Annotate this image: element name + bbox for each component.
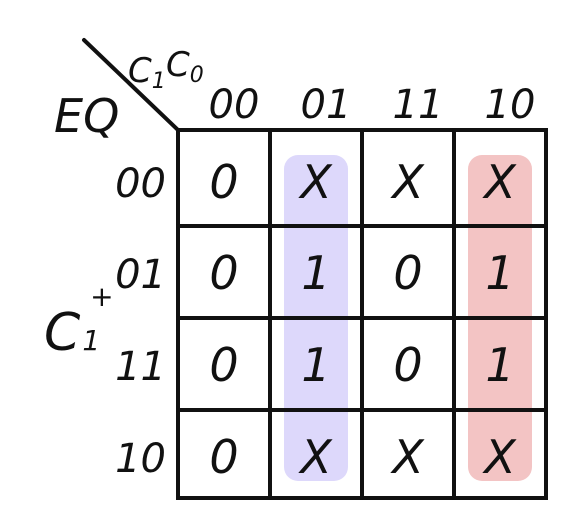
column-variable-c0: C0: [166, 45, 204, 88]
cell-r2-c3: 1: [485, 338, 514, 392]
column-variable-c1: C1: [128, 51, 166, 94]
cell-r2-c2: 0: [393, 338, 422, 392]
cell-r3-c3: X: [482, 430, 517, 484]
cell-r0-c1: X: [298, 155, 333, 209]
cell-r1-c1: 1: [301, 246, 330, 300]
column-headers: 00 01 11 10: [209, 82, 536, 128]
cell-r0-c0: 0: [209, 155, 238, 209]
corner-diagonal: [82, 38, 180, 132]
row-header-3: 10: [115, 436, 166, 482]
cell-r1-c2: 0: [393, 246, 422, 300]
row-header-0: 00: [115, 161, 166, 207]
row-header-1: 01: [115, 252, 166, 298]
column-header-3: 10: [485, 82, 536, 128]
row-group-label: C1+: [44, 280, 114, 363]
cell-r3-c2: X: [390, 430, 425, 484]
row-header-2: 11: [115, 344, 166, 390]
cell-r1-c0: 0: [209, 246, 238, 300]
cell-r2-c1: 1: [301, 338, 330, 392]
kmap-grid: [82, 38, 548, 500]
column-header-2: 11: [393, 82, 444, 128]
row-variable-label: EQ: [54, 89, 119, 143]
cell-r2-c0: 0: [209, 338, 238, 392]
row-headers: 00 01 11 10: [115, 161, 166, 482]
cell-r3-c0: 0: [209, 430, 238, 484]
corner-labels: EQ C1 C0: [54, 45, 204, 143]
cell-r0-c3: X: [482, 155, 517, 209]
cell-r3-c1: X: [298, 430, 333, 484]
cell-r0-c2: X: [390, 155, 425, 209]
cell-r1-c3: 1: [485, 246, 514, 300]
column-header-0: 00: [209, 82, 260, 128]
column-header-1: 01: [301, 82, 352, 128]
